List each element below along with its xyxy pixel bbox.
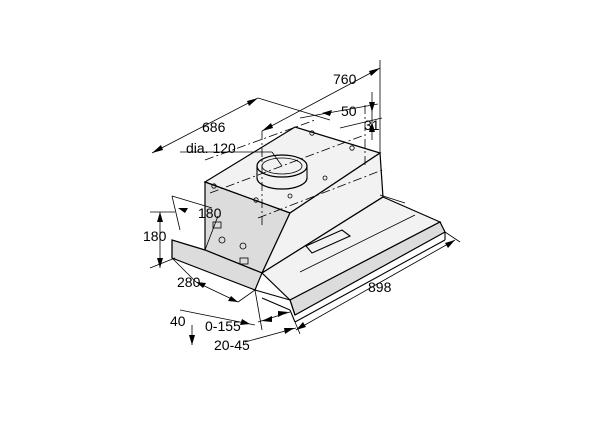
mounting-hole <box>309 130 315 136</box>
mounting-hole <box>253 197 259 203</box>
side-cutout <box>212 221 222 229</box>
dim-280-label: 280 <box>177 274 201 290</box>
dim-31-label: 31 <box>364 117 380 133</box>
dim-50-label: 50 <box>341 103 357 119</box>
dim-side-180-label: 180 <box>198 205 222 221</box>
side-cutout <box>239 257 249 265</box>
center-lines <box>204 105 386 225</box>
dimension-labels: 760 686 50 31 dia. 120 180 180 280 40 0-… <box>143 71 392 353</box>
hood-body <box>171 126 446 323</box>
dimension-lines <box>149 60 461 345</box>
mounting-hole <box>211 183 217 189</box>
tray-handle <box>305 229 352 254</box>
dim-20-45-label: 20-45 <box>214 337 250 353</box>
mounting-hole <box>322 175 328 181</box>
dim-760-label: 760 <box>333 71 357 87</box>
mounting-hole <box>287 193 293 199</box>
dim-0-155-label: 0-155 <box>205 318 241 334</box>
duct-diameter-label: dia. 120 <box>186 140 236 156</box>
side-screw <box>239 242 247 250</box>
dim-height-180-label: 180 <box>143 228 167 244</box>
dim-40-label: 40 <box>170 313 186 329</box>
mounting-hole <box>349 145 355 151</box>
dim-898-label: 898 <box>368 279 392 295</box>
side-screw <box>218 236 226 244</box>
dim-686-label: 686 <box>202 119 226 135</box>
